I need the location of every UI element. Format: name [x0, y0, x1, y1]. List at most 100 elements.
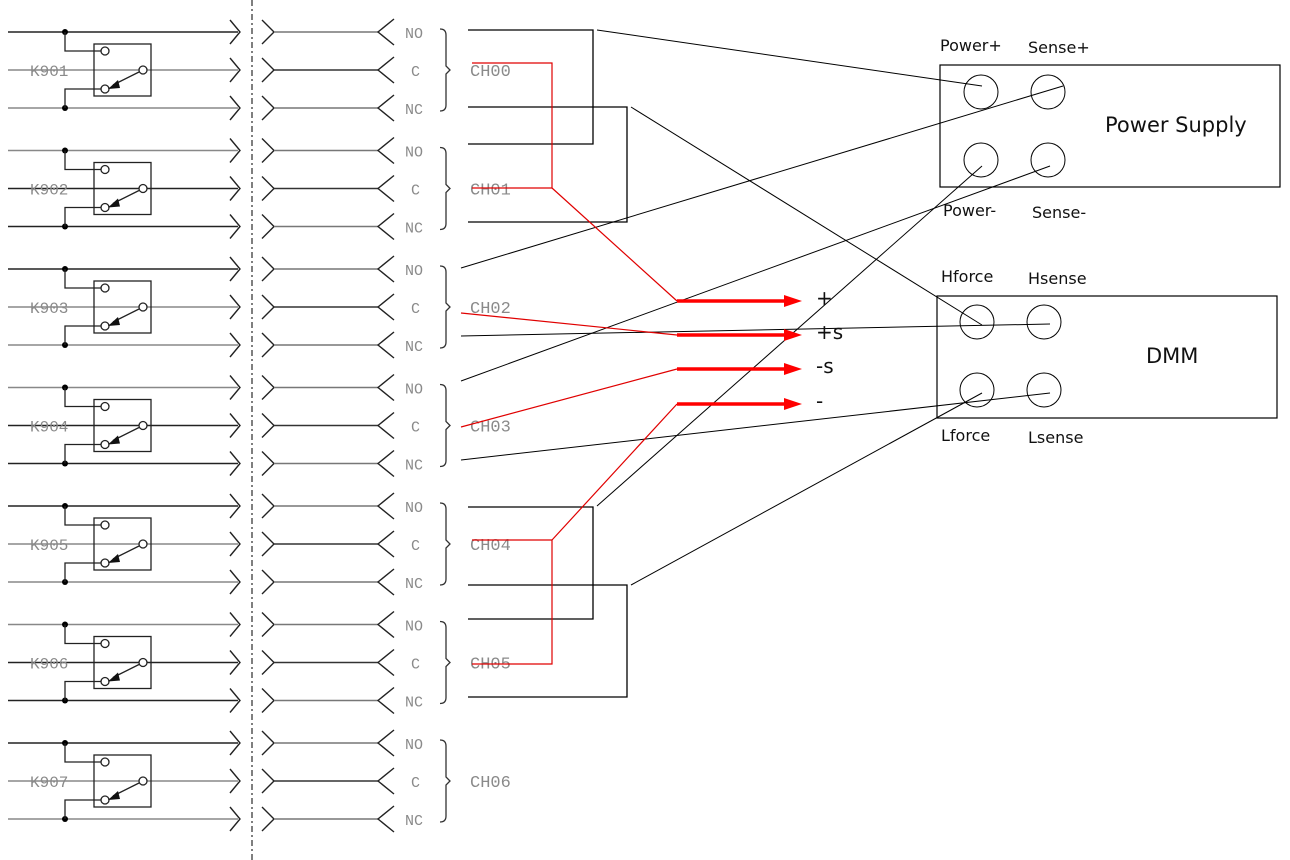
arrow-right-icon — [784, 329, 802, 341]
connector-arrow-icon — [229, 256, 241, 282]
output-terminal: +s — [677, 320, 843, 344]
relay-box — [93, 398, 152, 453]
contact-no-icon — [100, 46, 110, 56]
channel-brace — [439, 146, 451, 231]
sense-plus-terminal[interactable] — [1030, 74, 1066, 110]
power-plus-terminal[interactable] — [963, 74, 999, 110]
pin-label: NC — [405, 102, 423, 119]
output-label: -s — [816, 354, 834, 378]
connector-arrow-icon — [229, 57, 241, 83]
pin-label: NO — [405, 619, 423, 636]
connector-arrow-icon — [376, 136, 395, 165]
connector-arrow-icon — [261, 650, 275, 675]
connector-arrow-icon — [261, 806, 275, 832]
contact-no-icon — [100, 283, 110, 293]
connector-arrow-icon — [229, 650, 241, 675]
connector-arrow-icon — [261, 256, 275, 282]
switch-arrow-icon — [108, 317, 120, 326]
contact-no-icon — [100, 164, 110, 175]
wire-ch00-nc-ch01-nc — [468, 106, 628, 223]
connector-arrow-icon — [229, 19, 241, 45]
channel-label: CH00 — [470, 63, 511, 82]
relay-box — [93, 635, 152, 690]
connector-arrow-icon — [261, 569, 275, 595]
relay-block: K903 — [8, 256, 241, 358]
switch-arrow-icon — [108, 198, 120, 208]
relay-block: K902 — [8, 138, 241, 239]
connector-arrow-icon — [376, 373, 395, 402]
contact-common-icon — [138, 539, 148, 549]
switch-arrow-icon — [108, 672, 120, 682]
relay-box — [93, 161, 152, 216]
relay-label: K902 — [30, 182, 68, 200]
red-wire-plus-route — [551, 187, 678, 302]
connector-arrow-icon — [261, 19, 275, 45]
contact-no-icon — [100, 401, 110, 412]
pin-label: C — [411, 657, 420, 674]
hsense-terminal[interactable] — [1026, 304, 1062, 340]
connector-arrow-icon — [376, 56, 395, 84]
pin-label: NO — [405, 145, 423, 162]
hforce-terminal[interactable] — [959, 304, 995, 340]
relay-block: K901 — [8, 19, 241, 121]
pin-label: NO — [405, 26, 423, 43]
relay-box — [93, 754, 152, 808]
connector-arrow-icon — [376, 331, 395, 359]
dmm-title: DMM — [1146, 344, 1198, 368]
lsense-terminal[interactable] — [1026, 372, 1062, 408]
connector-arrow-icon — [261, 451, 275, 476]
channel-brace — [439, 502, 451, 586]
connector-arrow-icon — [229, 688, 241, 713]
connector-arrow-icon — [376, 492, 395, 520]
output-label: + — [816, 286, 833, 310]
connector-arrow-icon — [229, 806, 241, 832]
dmm: Hforce Hsense Lforce Lsense DMM — [936, 267, 1278, 447]
connector-arrow-icon — [376, 18, 395, 46]
connector-arrow-icon — [229, 451, 241, 476]
channel-label: CH02 — [470, 300, 511, 319]
relay-box — [93, 280, 152, 334]
contact-nc-icon — [100, 676, 110, 687]
black-jumper-wires — [468, 29, 628, 698]
sense-minus-label: Sense- — [1032, 203, 1086, 222]
contact-common-icon — [138, 420, 148, 431]
pin-label: C — [411, 538, 420, 555]
connector-arrow-icon — [376, 449, 395, 478]
hsense-label: Hsense — [1028, 269, 1087, 288]
output-terminal: - — [677, 389, 823, 413]
power-minus-terminal[interactable] — [963, 142, 999, 178]
dmm-box — [936, 295, 1278, 419]
contact-common-icon — [138, 183, 148, 194]
connector-arrow-icon — [261, 730, 275, 756]
connector-arrow-icon — [376, 411, 395, 440]
contact-nc-icon — [100, 321, 110, 331]
relay-block: K906 — [8, 612, 241, 713]
arrow-right-icon — [784, 363, 802, 375]
power-supply-box — [939, 64, 1281, 188]
pin-label: NC — [405, 458, 423, 475]
hforce-label: Hforce — [941, 267, 993, 286]
pin-label: NO — [405, 263, 423, 280]
switch-arrow-icon — [108, 80, 120, 89]
contact-nc-icon — [100, 202, 110, 213]
pin-label: NC — [405, 576, 423, 593]
relay-label: K903 — [30, 300, 68, 318]
red-wire-ch03-to-minus-s — [460, 368, 678, 428]
connector-arrow-icon — [229, 531, 241, 557]
channel-label: CH04 — [470, 537, 511, 556]
pin-label: C — [411, 64, 420, 81]
connector-arrow-icon — [261, 413, 275, 438]
channel-brace — [439, 28, 451, 112]
connector-arrow-icon — [376, 686, 395, 715]
instrument-wires — [460, 29, 1064, 586]
connector-arrow-icon — [261, 176, 275, 201]
switch-arrow-icon — [108, 554, 120, 563]
connector-arrow-icon — [376, 767, 395, 795]
sense-minus-terminal[interactable] — [1030, 142, 1066, 178]
contact-no-icon — [100, 638, 110, 649]
lforce-terminal[interactable] — [959, 372, 995, 408]
channel-brace — [439, 383, 451, 468]
red-wire-ch02-to-plus-s — [460, 312, 678, 336]
